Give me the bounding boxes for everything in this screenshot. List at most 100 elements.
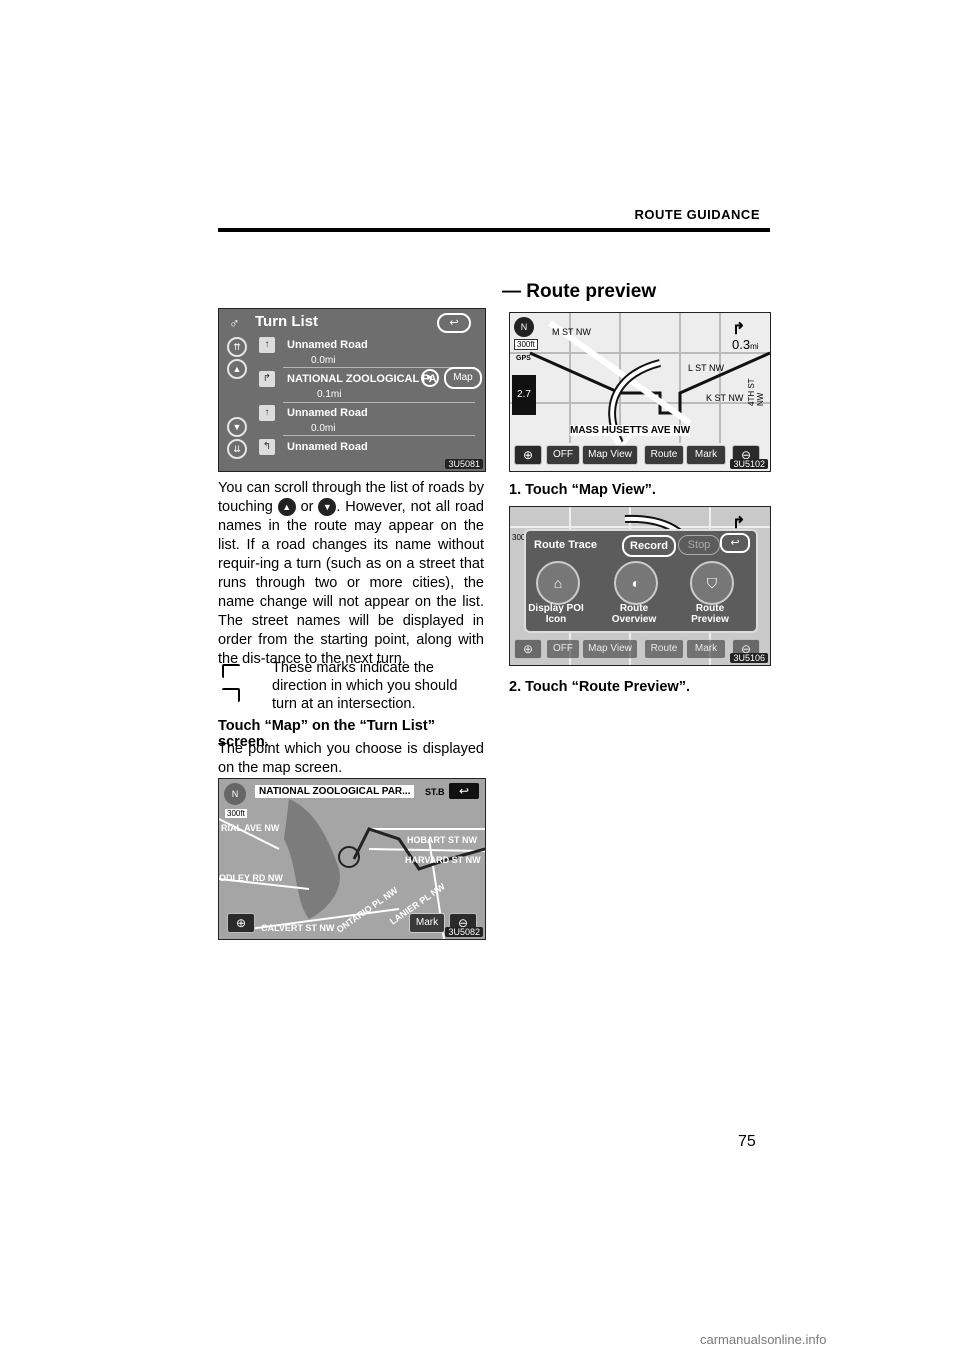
page-down-icon[interactable]: ⇊ [227, 439, 247, 459]
divider [283, 435, 475, 436]
u-turn-arrow-icon[interactable]: ↩ [720, 533, 750, 553]
scroll-up-icon[interactable]: ▲ [227, 359, 247, 379]
play-icon[interactable]: ▶ [421, 369, 439, 387]
option-label: Display POI Icon [528, 603, 584, 625]
speed-box: 2.7 [512, 375, 536, 415]
image-code: 3U5106 [730, 653, 768, 663]
scroll-paragraph: You can scroll through the list of roads… [218, 479, 484, 669]
image-code: 3U5102 [730, 459, 768, 469]
instruction: Touch “Map” on the “Turn List” screen. [218, 718, 435, 750]
map-view-screenshot: N 300ft GPS 2.7 ↱ 0.3mi M ST NW L ST NW … [509, 312, 771, 472]
map-button[interactable]: Map [444, 367, 482, 389]
street-label: L ST NW [688, 363, 725, 373]
off-button[interactable]: OFF [546, 445, 580, 465]
compass-icon[interactable]: N [224, 783, 246, 805]
option-label: Route Overview [611, 603, 657, 625]
map-view-button[interactable]: Map View [582, 639, 638, 659]
turn-list-distance: 0.0mi [311, 355, 336, 366]
street-label: ODLEY RD NW [219, 873, 283, 883]
section-header: ROUTE GUIDANCE [634, 207, 760, 222]
scale-label: 300ft [512, 533, 530, 542]
page-number: 75 [738, 1133, 756, 1150]
turn-arrow-icon: ↱ [259, 371, 275, 387]
zoom-in-button[interactable]: ⊕ [514, 445, 542, 465]
turn-list-distance: 0.1mi [317, 389, 342, 400]
down-arrow-icon: ▼ [318, 498, 337, 517]
paragraph-text: or [300, 499, 314, 515]
mark-button[interactable]: Mark [686, 445, 726, 465]
step-2: 2. Touch “Route Preview”. [509, 679, 691, 695]
street-label: M ST NW [552, 327, 591, 337]
turn-list-road: Unnamed Road [287, 441, 368, 453]
turn-list-distance: 0.0mi [311, 423, 336, 434]
street-label: HOBART ST NW [407, 835, 477, 845]
mark-button[interactable]: Mark [409, 913, 445, 933]
section-heading: — Route preview [502, 281, 657, 302]
image-code: 3U5082 [445, 927, 483, 937]
street-label: K ST NW [706, 393, 744, 403]
up-arrow-icon: ▲ [277, 498, 296, 517]
road-name-bar: NATIONAL ZOOLOGICAL PAR... [255, 785, 415, 798]
straight-arrow-icon: ↑ [259, 337, 275, 353]
route-preview-icon[interactable]: ⛉ [690, 561, 734, 605]
route-trace-label: Route Trace [534, 539, 597, 551]
compass-icon[interactable]: N [514, 317, 534, 337]
turn-right-icon: ↱ [732, 515, 746, 532]
step-1: 1. Touch “Map View”. [509, 482, 656, 498]
zoom-in-button[interactable]: ⊕ [514, 639, 542, 659]
u-turn-arrow-icon[interactable]: ↩ [449, 783, 479, 799]
option-label: Route Preview [691, 603, 729, 625]
street-label: CALVERT ST NW [261, 923, 335, 933]
divider [283, 402, 475, 403]
building-icon[interactable]: ⌂ [536, 561, 580, 605]
marks-note: These marks indicate the direction in wh… [272, 660, 458, 712]
map-view-button[interactable]: Map View [582, 445, 638, 465]
distance-value: 0.3 [732, 337, 751, 352]
street-label: ST.B [425, 787, 445, 797]
turn-right-icon: ↱ [732, 321, 746, 338]
speed-value: 2.7 [517, 389, 531, 400]
route-options-popup: Route Trace Record Stop ↩ ⌂ Display POI … [524, 529, 758, 633]
turn-right-icon: ↰ [259, 439, 275, 455]
map-background [219, 779, 485, 939]
scroll-down-icon[interactable]: ▼ [227, 417, 247, 437]
mark-button[interactable]: Mark [686, 639, 726, 659]
turn-list-title: Turn List [255, 313, 319, 330]
right-turn-mark-icon [222, 688, 240, 702]
zoom-in-button[interactable]: ⊕ [227, 913, 255, 933]
scale-label: 300ft [514, 339, 538, 350]
route-overview-icon[interactable]: ◐ [614, 561, 658, 605]
scale-label: 300ft [225, 809, 247, 818]
route-button[interactable]: Route [644, 639, 684, 659]
route-button[interactable]: Route [644, 445, 684, 465]
straight-arrow-icon: ↑ [259, 405, 275, 421]
paragraph-text: . However, not all road names in the rou… [218, 499, 484, 667]
divider [283, 367, 475, 368]
distance-unit: mi [750, 342, 759, 351]
turn-list-icon: ♂ [229, 315, 240, 331]
paragraph-text: You can scroll through the list of roads… [218, 480, 484, 515]
u-turn-arrow-icon[interactable]: ↩ [437, 313, 471, 333]
off-button[interactable]: OFF [546, 639, 580, 659]
turn-list-road: Unnamed Road [287, 339, 368, 351]
stop-button[interactable]: Stop [678, 535, 720, 555]
turn-list-road: Unnamed Road [287, 407, 368, 419]
gps-label: GPS [516, 355, 531, 362]
street-label: 4TH ST NW [747, 378, 765, 406]
map-paragraph: The point which you choose is displayed … [218, 741, 484, 776]
header-rule [218, 228, 770, 232]
watermark: carmanualsonline.info [700, 1332, 827, 1347]
distance-readout: 0.3mi [732, 337, 759, 352]
page-up-icon[interactable]: ⇈ [227, 337, 247, 357]
map-screenshot: N 300ft NATIONAL ZOOLOGICAL PAR... ST.B … [218, 778, 486, 940]
map-background [510, 313, 770, 471]
turn-list-road: NATIONAL ZOOLOGICAL PA [287, 373, 437, 385]
left-turn-mark-icon [222, 664, 240, 678]
street-label: RIAL AVE NW [221, 823, 280, 833]
image-code: 3U5081 [445, 459, 483, 469]
street-label: MASS HUSETTS AVE NW [570, 425, 691, 436]
record-button[interactable]: Record [622, 535, 676, 557]
street-label: HARVARD ST NW [405, 855, 481, 865]
route-preview-screenshot: 300ft ↱ Route Trace Record Stop ↩ ⌂ Disp… [509, 506, 771, 666]
turn-list-screenshot: ♂ Turn List ↩ ⇈ ▲ ▼ ⇊ ↑ Unnamed Road 0.0… [218, 308, 486, 472]
